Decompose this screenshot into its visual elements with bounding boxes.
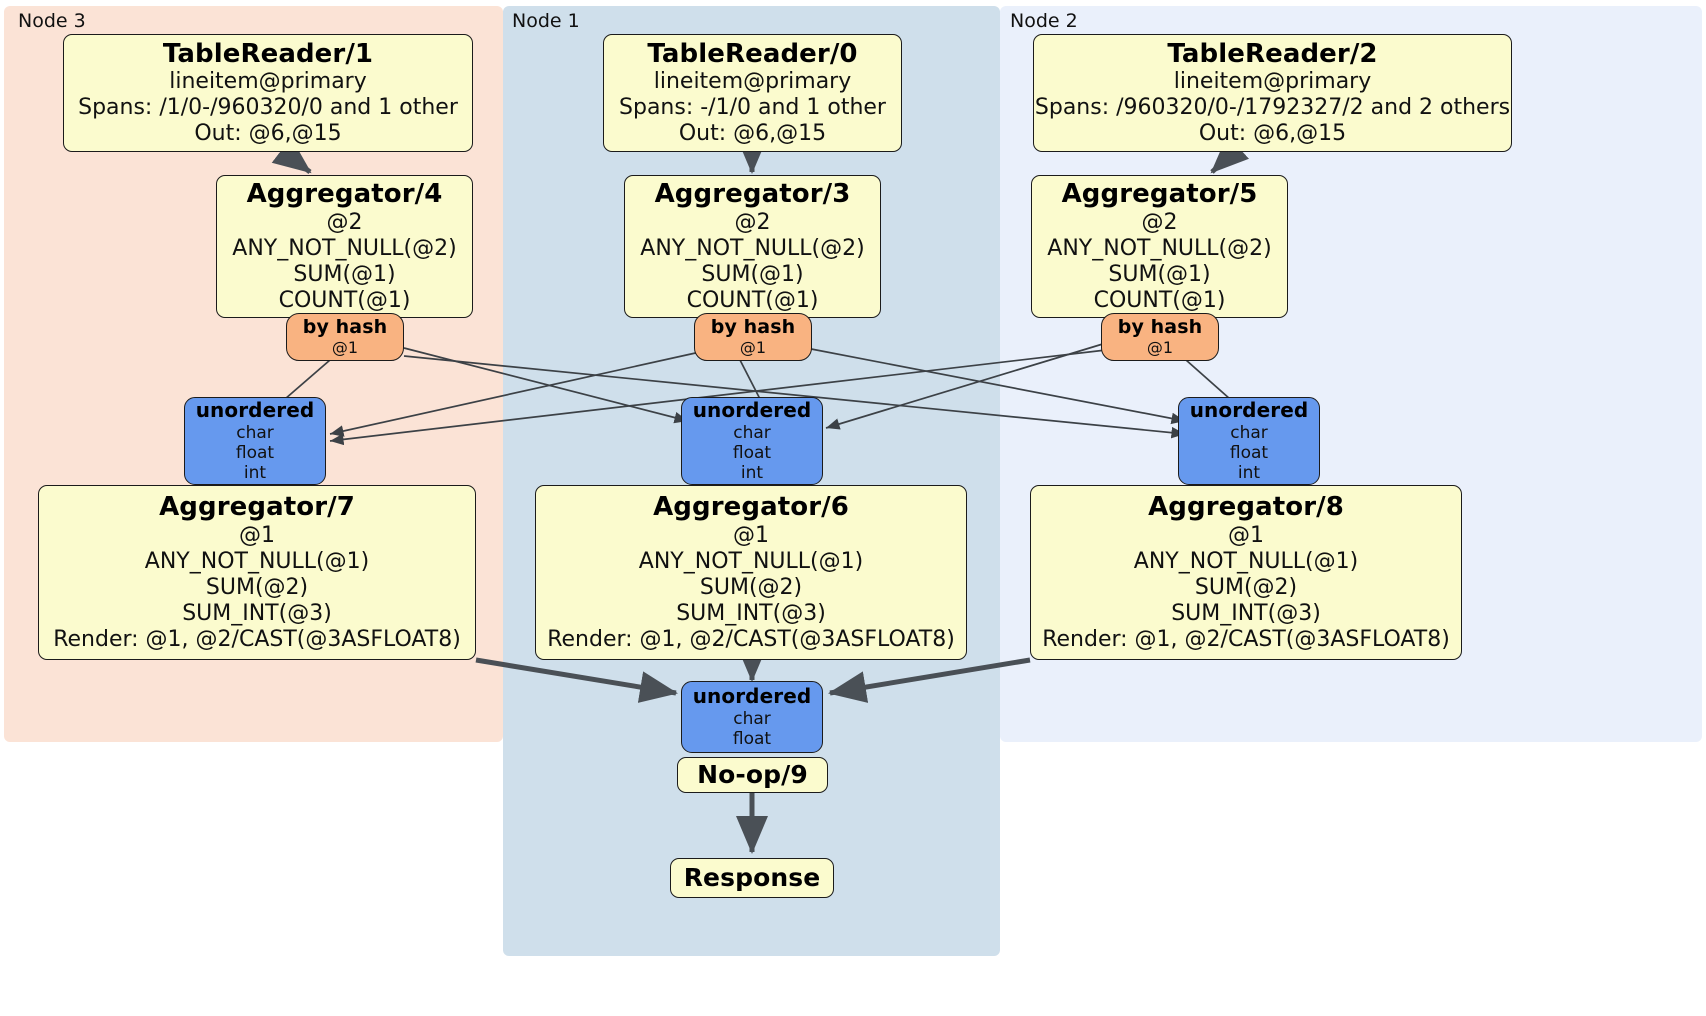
node-line: Spans: /1/0-/960320/0 and 1 other <box>78 95 458 121</box>
node-aggregator-3[interactable]: Aggregator/3 @2 ANY_NOT_NULL(@2) SUM(@1)… <box>624 175 881 318</box>
router-line: @1 <box>739 337 767 357</box>
node-line: Spans: /960320/0-/1792327/2 and 2 others <box>1034 95 1511 121</box>
sync-line: float <box>235 442 275 463</box>
node-line: COUNT(@1) <box>1093 287 1226 313</box>
node-line: ANY_NOT_NULL(@1) <box>144 548 370 574</box>
router-title: by hash <box>1117 316 1203 339</box>
node-no-op-9[interactable]: No-op/9 <box>677 757 828 793</box>
node-line: lineitem@primary <box>169 69 367 95</box>
node-line: ANY_NOT_NULL(@2) <box>232 235 457 261</box>
router-title: by hash <box>710 316 796 339</box>
node-aggregator-5[interactable]: Aggregator/5 @2 ANY_NOT_NULL(@2) SUM(@1)… <box>1031 175 1288 318</box>
panel-label-node-3: Node 3 <box>18 10 86 32</box>
node-line: SUM(@2) <box>205 574 309 600</box>
node-line: @1 <box>733 522 769 548</box>
router-line: @1 <box>1146 337 1174 357</box>
sync-title: unordered <box>195 398 315 423</box>
router-by-hash-center[interactable]: by hash @1 <box>694 313 812 361</box>
node-line: SUM(@2) <box>699 574 803 600</box>
node-line: ANY_NOT_NULL(@2) <box>1047 235 1272 261</box>
node-tablereader-2[interactable]: TableReader/2 lineitem@primary Spans: /9… <box>1033 34 1512 152</box>
node-response[interactable]: Response <box>670 858 834 898</box>
node-line: Render: @1, @2/CAST(@3ASFLOAT8) <box>1042 626 1450 652</box>
node-line: SUM_INT(@3) <box>1171 600 1321 626</box>
sync-line: float <box>732 442 772 463</box>
node-line: @2 <box>326 209 363 235</box>
node-line: @1 <box>239 522 275 548</box>
node-line: Render: @1, @2/CAST(@3ASFLOAT8) <box>547 626 955 652</box>
node-title: TableReader/2 <box>1167 38 1378 69</box>
sync-line: int <box>1237 462 1261 483</box>
node-line: SUM(@2) <box>1194 574 1298 600</box>
sync-line: char <box>1230 422 1268 443</box>
node-line: COUNT(@1) <box>278 287 411 313</box>
synchronizer-unordered-center[interactable]: unordered char float int <box>681 397 823 485</box>
sync-title: unordered <box>692 398 812 423</box>
node-line: SUM(@1) <box>1108 261 1211 287</box>
node-title: Aggregator/3 <box>654 179 851 210</box>
panel-label-node-1: Node 1 <box>512 10 580 32</box>
router-title: by hash <box>302 316 388 339</box>
node-line: ANY_NOT_NULL(@2) <box>640 235 865 261</box>
synchronizer-unordered-final[interactable]: unordered char float <box>681 681 823 753</box>
sync-line: char <box>733 708 771 729</box>
node-line: lineitem@primary <box>1173 69 1372 95</box>
sync-line: char <box>733 422 771 443</box>
node-title: Response <box>683 863 821 893</box>
sync-title: unordered <box>1189 398 1309 423</box>
node-aggregator-8[interactable]: Aggregator/8 @1 ANY_NOT_NULL(@1) SUM(@2)… <box>1030 485 1462 660</box>
node-title: Aggregator/6 <box>653 492 849 523</box>
node-line: @2 <box>734 209 771 235</box>
node-line: ANY_NOT_NULL(@1) <box>638 548 864 574</box>
node-title: TableReader/1 <box>162 38 374 69</box>
router-by-hash-right[interactable]: by hash @1 <box>1101 313 1219 361</box>
synchronizer-unordered-left[interactable]: unordered char float int <box>184 397 326 485</box>
node-aggregator-4[interactable]: Aggregator/4 @2 ANY_NOT_NULL(@2) SUM(@1)… <box>216 175 473 318</box>
sync-title: unordered <box>692 684 812 709</box>
node-title: TableReader/0 <box>647 38 858 69</box>
sync-line: int <box>243 462 267 483</box>
sync-line: char <box>236 422 274 443</box>
router-by-hash-left[interactable]: by hash @1 <box>286 313 404 361</box>
node-line: SUM(@1) <box>701 261 804 287</box>
node-line: Out: @6,@15 <box>1198 121 1347 147</box>
node-tablereader-0[interactable]: TableReader/0 lineitem@primary Spans: -/… <box>603 34 902 152</box>
node-title: Aggregator/8 <box>1148 492 1344 523</box>
sync-line: int <box>740 462 764 483</box>
node-line: @2 <box>1141 209 1178 235</box>
node-line: COUNT(@1) <box>686 287 819 313</box>
node-aggregator-7[interactable]: Aggregator/7 @1 ANY_NOT_NULL(@1) SUM(@2)… <box>38 485 476 660</box>
panel-label-node-2: Node 2 <box>1010 10 1078 32</box>
node-line: ANY_NOT_NULL(@1) <box>1133 548 1359 574</box>
node-tablereader-1[interactable]: TableReader/1 lineitem@primary Spans: /1… <box>63 34 473 152</box>
node-line: SUM(@1) <box>293 261 396 287</box>
node-line: Spans: -/1/0 and 1 other <box>619 95 886 121</box>
node-line: Out: @6,@15 <box>678 121 827 147</box>
synchronizer-unordered-right[interactable]: unordered char float int <box>1178 397 1320 485</box>
node-title: Aggregator/5 <box>1061 179 1258 210</box>
node-line: SUM_INT(@3) <box>182 600 332 626</box>
node-line: Out: @6,@15 <box>194 121 342 147</box>
sync-line: float <box>732 728 772 749</box>
node-title: Aggregator/7 <box>159 492 355 523</box>
node-line: @1 <box>1228 522 1264 548</box>
node-line: Render: @1, @2/CAST(@3ASFLOAT8) <box>53 626 461 652</box>
node-line: lineitem@primary <box>653 69 852 95</box>
node-line: SUM_INT(@3) <box>676 600 826 626</box>
sync-line: float <box>1229 442 1269 463</box>
node-title: Aggregator/4 <box>246 179 443 210</box>
router-line: @1 <box>331 337 359 357</box>
node-aggregator-6[interactable]: Aggregator/6 @1 ANY_NOT_NULL(@1) SUM(@2)… <box>535 485 967 660</box>
node-title: No-op/9 <box>697 760 808 790</box>
